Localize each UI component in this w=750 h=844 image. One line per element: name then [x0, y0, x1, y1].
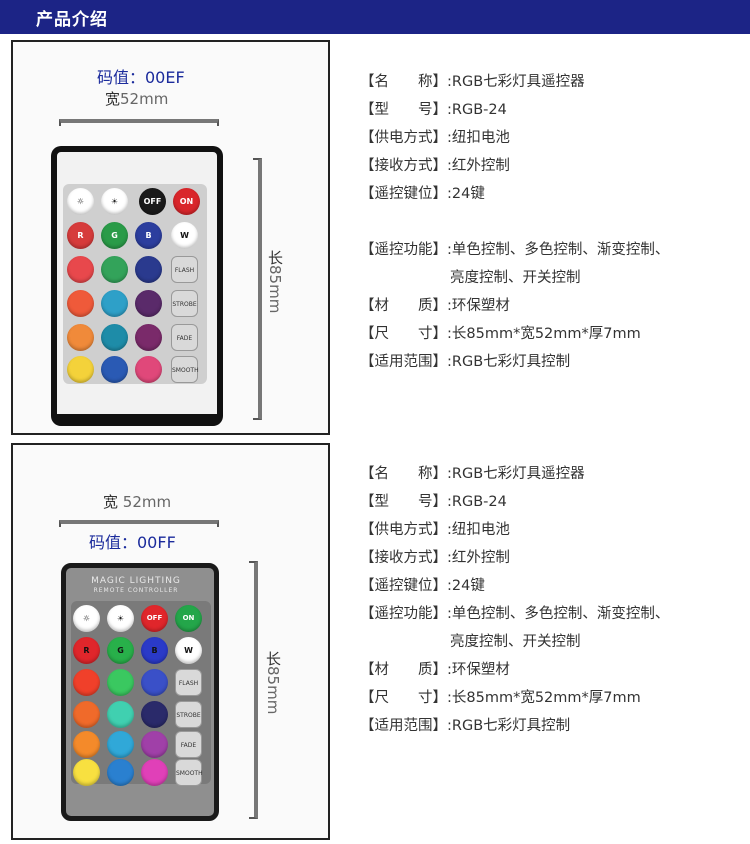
- spec-row-function: 【遥控功能】:单色控制、多色控制、渐变控制、: [360, 242, 670, 258]
- remote-key-fade: FADE: [175, 731, 202, 758]
- spec-row-material: 【材 质】:环保塑材: [360, 662, 510, 678]
- remote-brand-logo: MAGIC LIGHTING REMOTE CONTROLLER: [91, 576, 181, 594]
- remote-keypad: ☼ ☀ OFF ON R G B W FLASH STROBE FADE SMO…: [63, 184, 207, 384]
- spec-row-keys: 【遥控键位】:24键: [360, 578, 485, 594]
- spec-row-receive: 【接收方式】:红外控制: [360, 550, 510, 566]
- remote-color-key: [135, 256, 162, 283]
- remote-key-flash: FLASH: [175, 669, 202, 696]
- spec-row-keys: 【遥控键位】:24键: [360, 186, 485, 202]
- remote-color-key: [141, 759, 168, 786]
- remote-color-key: [141, 669, 168, 696]
- remote-color-key: [107, 759, 134, 786]
- remote-key-w: W: [175, 637, 202, 664]
- width-dimension-bracket: [59, 520, 219, 527]
- brightness-up-icon: ☼: [73, 605, 100, 632]
- remote-controller-image: ☼ ☀ OFF ON R G B W FLASH STROBE FADE SMO…: [51, 146, 223, 426]
- brightness-up-icon: ☼: [67, 188, 94, 215]
- spec-row-name: 【名 称】:RGB七彩灯具遥控器: [360, 74, 585, 90]
- remote-key-g: G: [101, 222, 128, 249]
- width-label: 宽 52mm: [103, 493, 172, 511]
- remote-key-b: B: [135, 222, 162, 249]
- remote-color-key: [101, 324, 128, 351]
- remote-key-off: OFF: [141, 605, 168, 632]
- remote-color-key: [141, 701, 168, 728]
- brightness-down-icon: ☀: [101, 188, 128, 215]
- length-dimension-bracket: [253, 158, 262, 420]
- code-value-label: 码值：00EF: [97, 68, 185, 87]
- remote-color-key: [107, 701, 134, 728]
- product-image-panel-1: 码值：00EF 宽52mm 长85mm ☼ ☀ OFF ON R G B W F…: [11, 40, 330, 435]
- product-image-panel-2: 宽 52mm 码值：00FF 长85mm MAGIC LIGHTING REMO…: [11, 443, 330, 840]
- header-title: 产品介绍: [36, 10, 108, 30]
- remote-key-off: OFF: [139, 188, 166, 215]
- length-label: 长85mm: [264, 651, 282, 715]
- remote-color-key: [73, 669, 100, 696]
- length-dimension-bracket: [249, 561, 258, 819]
- spec-row-scope: 【适用范围】:RGB七彩灯具控制: [360, 718, 571, 734]
- remote-color-key: [67, 356, 94, 383]
- remote-color-key: [67, 256, 94, 283]
- spec-row-function: 【遥控功能】:单色控制、多色控制、渐变控制、: [360, 606, 670, 622]
- remote-key-r: R: [67, 222, 94, 249]
- width-label: 宽52mm: [105, 90, 169, 108]
- code-value-label: 码值：00FF: [89, 533, 176, 552]
- spec-row-size: 【尺 寸】:长85mm*宽52mm*厚7mm: [360, 690, 641, 706]
- remote-color-key: [135, 290, 162, 317]
- remote-color-key: [67, 324, 94, 351]
- remote-keypad: ☼ ☀ OFF ON R G B W FLASH STROBE FADE SMO…: [71, 601, 211, 786]
- remote-key-b: B: [141, 637, 168, 664]
- remote-key-g: G: [107, 637, 134, 664]
- spec-row-scope: 【适用范围】:RGB七彩灯具控制: [360, 354, 571, 370]
- remote-key-w: W: [171, 222, 198, 249]
- remote-color-key: [107, 669, 134, 696]
- remote-color-key: [73, 701, 100, 728]
- remote-key-fade: FADE: [171, 324, 198, 351]
- remote-color-key: [135, 356, 162, 383]
- remote-color-key: [101, 356, 128, 383]
- spec-row-power: 【供电方式】:纽扣电池: [360, 130, 510, 146]
- remote-color-key: [141, 731, 168, 758]
- remote-color-key: [73, 759, 100, 786]
- remote-key-r: R: [73, 637, 100, 664]
- header-bar: 产品介绍: [0, 0, 750, 34]
- spec-row-model: 【型 号】:RGB-24: [360, 102, 507, 118]
- remote-color-key: [135, 324, 162, 351]
- width-dimension-bracket: [59, 119, 219, 126]
- spec-row-receive: 【接收方式】:红外控制: [360, 158, 510, 174]
- spec-row-power: 【供电方式】:纽扣电池: [360, 522, 510, 538]
- remote-key-smooth: SMOOTH: [175, 759, 203, 786]
- remote-key-smooth: SMOOTH: [171, 356, 199, 383]
- remote-color-key: [101, 290, 128, 317]
- remote-key-on: ON: [175, 605, 202, 632]
- remote-key-strobe: STROBE: [171, 290, 198, 317]
- length-label: 长85mm: [266, 250, 284, 314]
- remote-color-key: [73, 731, 100, 758]
- spec-row-size: 【尺 寸】:长85mm*宽52mm*厚7mm: [360, 326, 641, 342]
- remote-key-flash: FLASH: [171, 256, 198, 283]
- remote-controller-image: MAGIC LIGHTING REMOTE CONTROLLER ☼ ☀ OFF…: [61, 563, 219, 821]
- spec-row-function-continued: 亮度控制、开关控制: [450, 270, 581, 286]
- remote-key-strobe: STROBE: [175, 701, 202, 728]
- spec-row-name: 【名 称】:RGB七彩灯具遥控器: [360, 466, 585, 482]
- spec-row-model: 【型 号】:RGB-24: [360, 494, 507, 510]
- remote-color-key: [101, 256, 128, 283]
- spec-row-material: 【材 质】:环保塑材: [360, 298, 510, 314]
- remote-color-key: [67, 290, 94, 317]
- remote-color-key: [107, 731, 134, 758]
- spec-row-function-continued: 亮度控制、开关控制: [450, 634, 581, 650]
- brightness-down-icon: ☀: [107, 605, 134, 632]
- remote-key-on: ON: [173, 188, 200, 215]
